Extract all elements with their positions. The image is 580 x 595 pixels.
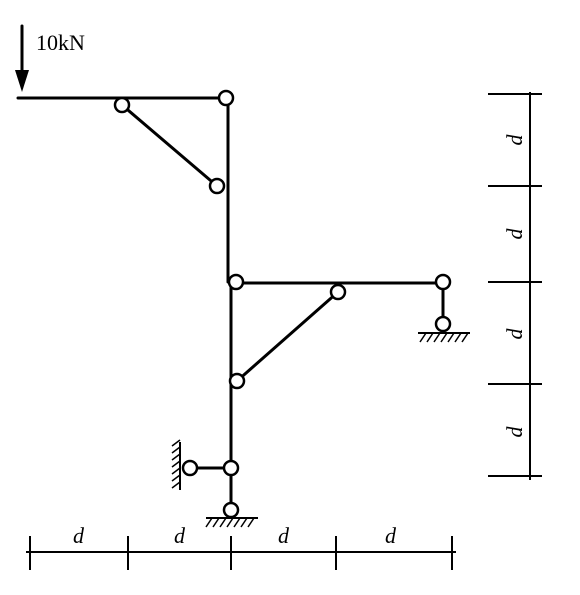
right-pin-support: [418, 332, 470, 343]
hinge-middle-brace-bottom: [228, 372, 246, 390]
hinge-column-base-joint: [222, 459, 240, 477]
bottom-pin-support: [205, 517, 258, 528]
hinge-bottom-support: [222, 501, 240, 519]
hinge-middle-right: [434, 273, 452, 291]
vertical-dimension-4: d: [502, 426, 527, 438]
top-diagonal-brace: [120, 103, 219, 188]
hinge-top-brace-left: [113, 96, 131, 114]
middle-diagonal-brace: [235, 290, 340, 383]
horizontal-dimensions: d d d d: [26, 523, 456, 570]
vertical-dimension-2: d: [502, 228, 527, 240]
vertical-dimensions: d d d d: [488, 92, 542, 480]
hinge-right-support: [434, 315, 452, 333]
horizontal-dimension-3: d: [278, 523, 290, 548]
load-arrow-head: [15, 70, 29, 92]
hinge-middle-brace-top: [329, 283, 347, 301]
load-label: 10kN: [36, 30, 85, 55]
horizontal-dimension-1: d: [73, 523, 85, 548]
vertical-dimension-3: d: [502, 328, 527, 340]
hinge-top-corner: [217, 89, 235, 107]
hinge-middle-left: [227, 273, 245, 291]
left-wall-support: [171, 439, 181, 490]
horizontal-dimension-4: d: [385, 523, 397, 548]
horizontal-dimension-2: d: [174, 523, 186, 548]
hinge-left-wall: [181, 459, 199, 477]
hinge-top-brace-right: [208, 177, 226, 195]
vertical-dimension-1: d: [502, 134, 527, 146]
point-load: 10kN: [15, 24, 85, 92]
